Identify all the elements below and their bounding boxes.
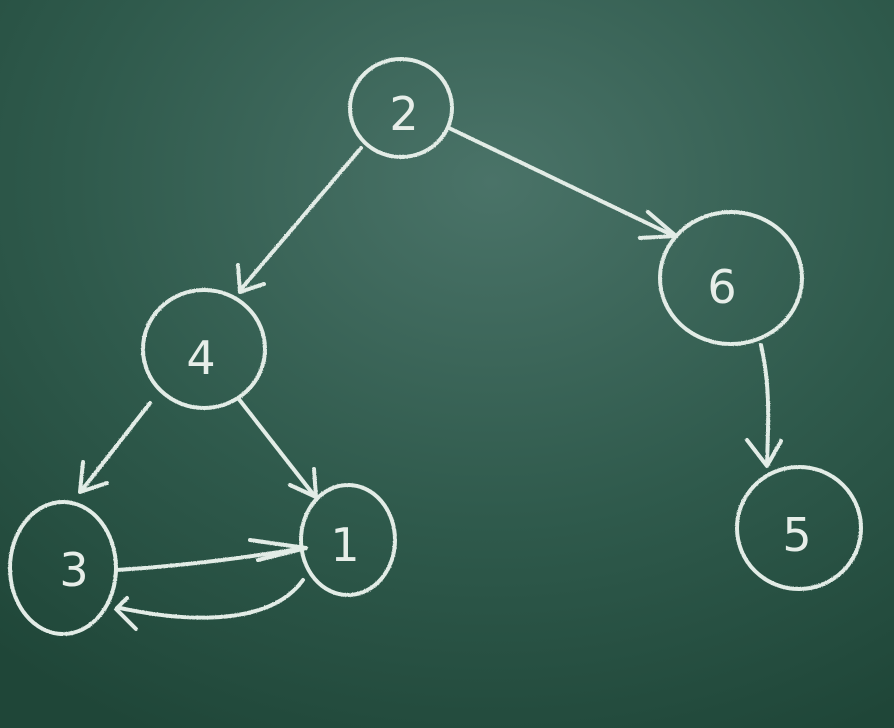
node-label: 5 <box>782 508 811 562</box>
node-circle <box>658 210 804 346</box>
node-circle <box>8 500 118 636</box>
edge-6-to-5 <box>745 343 783 468</box>
node-label: 4 <box>186 331 215 385</box>
edges <box>78 126 783 631</box>
node-label: 6 <box>707 260 736 314</box>
node-4: 4 <box>141 288 267 410</box>
node-2: 2 <box>348 57 454 159</box>
node-circle <box>141 288 267 410</box>
node-label: 2 <box>389 87 418 141</box>
node-5: 5 <box>735 465 863 591</box>
node-circle <box>348 57 454 159</box>
node-circle <box>299 483 397 597</box>
edge-4-to-3 <box>78 401 152 494</box>
edge-3-to-1 <box>114 538 308 572</box>
node-label: 3 <box>59 543 88 597</box>
node-6: 6 <box>658 210 804 346</box>
edge-1-to-3 <box>114 578 305 631</box>
node-label: 1 <box>330 518 359 572</box>
nodes: 2 4 6 3 1 5 <box>8 57 863 636</box>
node-1: 1 <box>299 483 397 597</box>
node-3: 3 <box>8 500 118 636</box>
node-circle <box>735 465 863 591</box>
edge-2-to-4 <box>236 146 363 294</box>
